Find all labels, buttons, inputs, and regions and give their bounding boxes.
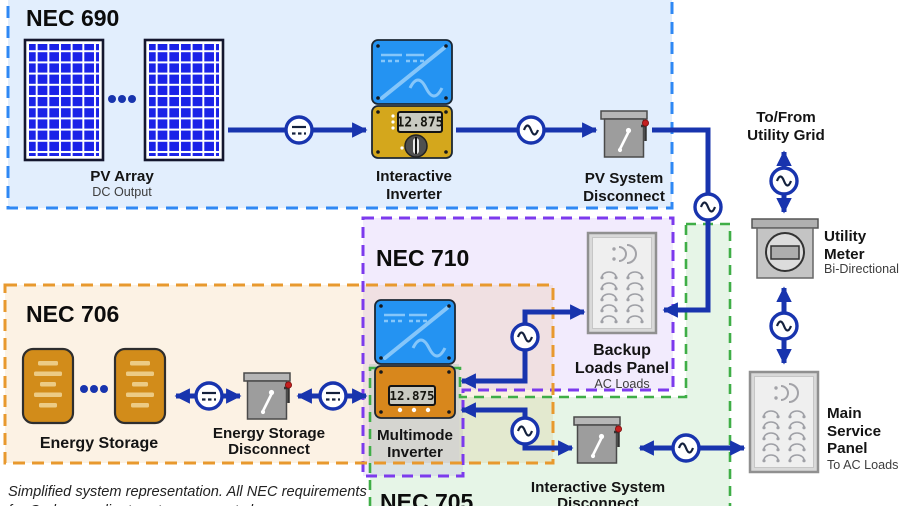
ac-node-icon bbox=[510, 416, 540, 446]
nec-705-region bbox=[370, 224, 730, 506]
main-service-panel-label: Main bbox=[827, 405, 862, 422]
energy-storage-disconnect-label: Disconnect bbox=[228, 441, 310, 458]
backup-loads-panel-icon bbox=[588, 233, 656, 333]
backup-loads-panel-sublabel: AC Loads bbox=[594, 377, 649, 391]
footnote-line-2: for Code-compliant systems are not shown… bbox=[8, 503, 289, 506]
energy-storage-label: Energy Storage bbox=[40, 435, 158, 452]
energy-storage-icon bbox=[21, 347, 167, 425]
utility-grid-label: To/From bbox=[756, 109, 816, 126]
solar-panel-icon bbox=[23, 38, 105, 162]
ac-node-icon bbox=[769, 311, 799, 341]
interactive-system-disconnect-icon bbox=[572, 415, 623, 465]
energy-storage-disconnect-icon bbox=[242, 371, 293, 421]
main-service-panel-sublabel: To AC Loads bbox=[827, 458, 898, 472]
utility-meter-label: Meter bbox=[824, 246, 865, 263]
energy-storage-disconnect-label: Energy Storage bbox=[213, 425, 325, 442]
lcd-display bbox=[397, 111, 443, 133]
ellipsis-dots bbox=[80, 385, 108, 393]
interactive-inverter-icon: 12.875 bbox=[370, 38, 454, 160]
ellipsis-dots bbox=[108, 95, 136, 103]
nec-690-region bbox=[8, 0, 672, 208]
pv-system-disconnect-label: Disconnect bbox=[583, 188, 665, 205]
nec-690-border bbox=[6, 0, 674, 210]
multimode-inverter-label: Inverter bbox=[387, 444, 443, 461]
dc-node-icon bbox=[284, 115, 314, 145]
pv-array-icon bbox=[23, 38, 225, 162]
solar-panel-icon bbox=[143, 38, 225, 162]
utility-meter-sublabel: Bi-Directional bbox=[824, 262, 899, 276]
pv-array-label: PV Array bbox=[90, 168, 154, 185]
main-service-panel-icon bbox=[750, 372, 818, 472]
ac-node-icon bbox=[693, 192, 723, 222]
lcd-display bbox=[388, 385, 436, 406]
nec-710-border bbox=[361, 216, 675, 478]
ac-node-icon bbox=[671, 433, 701, 463]
pv-system-disconnect-label: PV System bbox=[585, 170, 664, 187]
utility-meter-label: Utility bbox=[824, 228, 867, 245]
nec-705-title: NEC 705 bbox=[380, 489, 474, 506]
main-service-panel-label: Panel bbox=[827, 440, 868, 457]
interactive-inverter-label: Inverter bbox=[386, 186, 442, 203]
nec-705-border bbox=[368, 222, 732, 506]
dc-node-icon bbox=[318, 381, 348, 411]
interactive-system-disconnect-label: Interactive System bbox=[531, 479, 665, 496]
pv-system-disconnect-icon bbox=[599, 109, 650, 159]
battery-icon bbox=[21, 347, 75, 425]
main-service-panel-label: Service bbox=[827, 423, 881, 440]
ac-node-icon bbox=[510, 322, 540, 352]
multimode-inverter-display-value: 12.875 bbox=[389, 388, 434, 403]
nec-710-title: NEC 710 bbox=[376, 245, 469, 271]
interactive-inverter-label: Interactive bbox=[376, 168, 452, 185]
footnote-line-1: Simplified system representation. All NE… bbox=[8, 484, 367, 500]
ac-node-icon bbox=[516, 115, 546, 145]
pv-array-sublabel: DC Output bbox=[92, 185, 152, 199]
battery-icon bbox=[113, 347, 167, 425]
utility-meter-icon bbox=[751, 218, 819, 279]
nec-706-title: NEC 706 bbox=[26, 301, 119, 327]
interactive-inverter-display-value: 12.875 bbox=[397, 116, 444, 131]
multimode-inverter-label: Multimode bbox=[377, 427, 453, 444]
backup-loads-panel-label: Loads Panel bbox=[575, 360, 669, 377]
multimode-inverter-icon: 12.875 bbox=[373, 298, 457, 420]
ac-node-icon bbox=[769, 166, 799, 196]
backup-loads-panel-label: Backup bbox=[593, 342, 651, 359]
utility-grid-label: Utility Grid bbox=[747, 127, 825, 144]
interactive-system-disconnect-label: Disconnect bbox=[557, 495, 639, 506]
nec-690-title: NEC 690 bbox=[26, 5, 119, 31]
dc-node-icon bbox=[194, 381, 224, 411]
